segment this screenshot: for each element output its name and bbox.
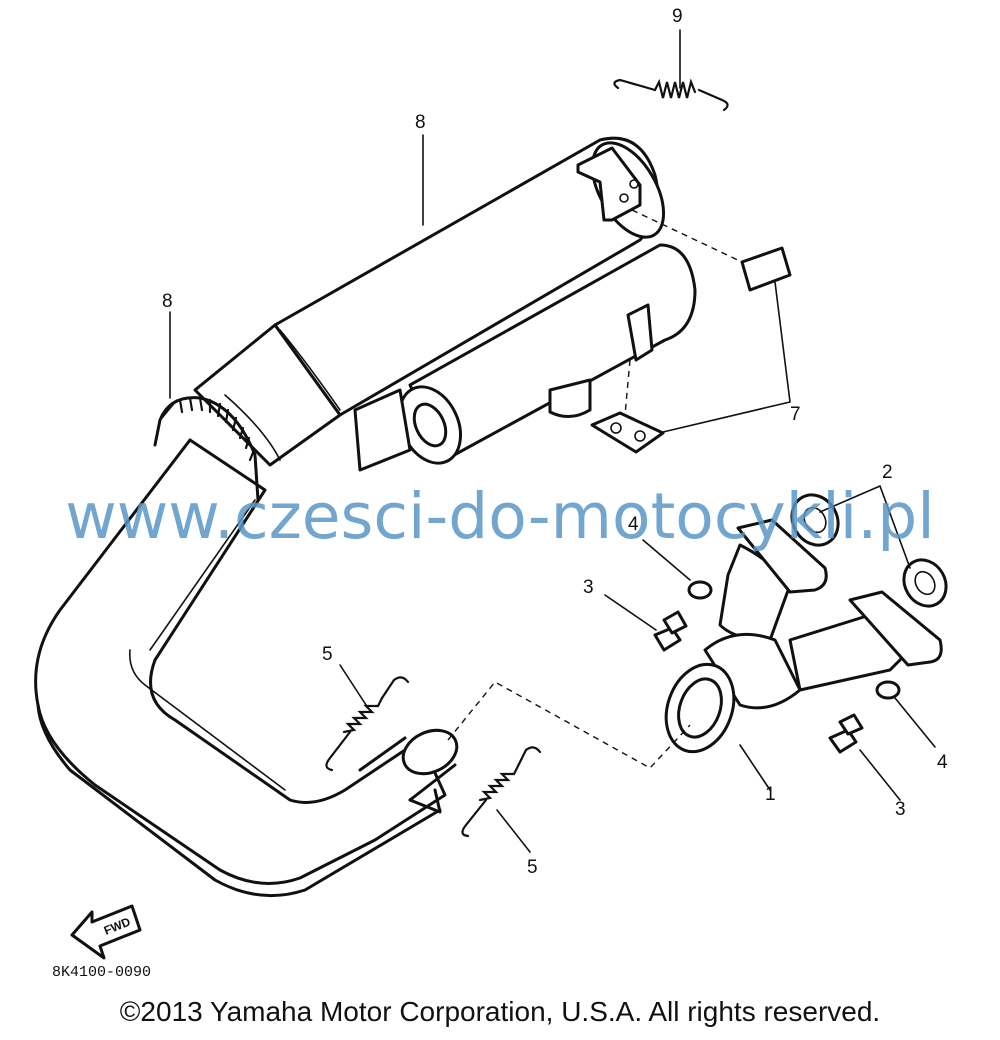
callout-5-lower: 5 (527, 857, 538, 878)
y-pipe-manifold (664, 518, 943, 754)
damper-pad (740, 246, 792, 292)
leader-lines (169, 29, 936, 853)
spring-left (325, 676, 410, 772)
gaskets (790, 493, 948, 608)
muffler-brackets (576, 146, 654, 362)
callout-4-upper: 4 (628, 514, 639, 535)
muffler-lower-chamber (353, 243, 697, 472)
copyright-notice: ©2013 Yamaha Motor Corporation, U.S.A. A… (119, 996, 881, 1027)
callout-2: 2 (882, 462, 893, 483)
callout-3-lower: 3 (895, 799, 906, 820)
callout-9: 9 (672, 6, 683, 27)
pipe-outlet (358, 728, 459, 814)
callout-3-upper: 3 (583, 577, 594, 598)
callout-1: 1 (765, 784, 776, 805)
callout-5-upper: 5 (322, 644, 333, 665)
clamp-band (153, 396, 260, 502)
callout-4-lower: 4 (937, 752, 948, 773)
washers (687, 580, 901, 700)
callout-7: 7 (790, 404, 801, 425)
exhaust-pipe (34, 438, 447, 898)
drawing-code: 8K4100-0090 (52, 964, 151, 981)
watermark: www.czesci-do-motocykli.pl (65, 480, 935, 553)
spring-top (613, 78, 729, 112)
spring-right (461, 746, 542, 838)
callout-8: 8 (162, 291, 173, 312)
callout-6: 8 (415, 112, 426, 133)
fwd-arrow: FWD (70, 904, 142, 960)
bolts (653, 610, 864, 754)
callouts: 9 8 8 7 2 4 3 5 4 1 3 5 (162, 6, 948, 878)
dashed-alignment-lines (447, 209, 743, 769)
mounting-plate (590, 411, 665, 454)
